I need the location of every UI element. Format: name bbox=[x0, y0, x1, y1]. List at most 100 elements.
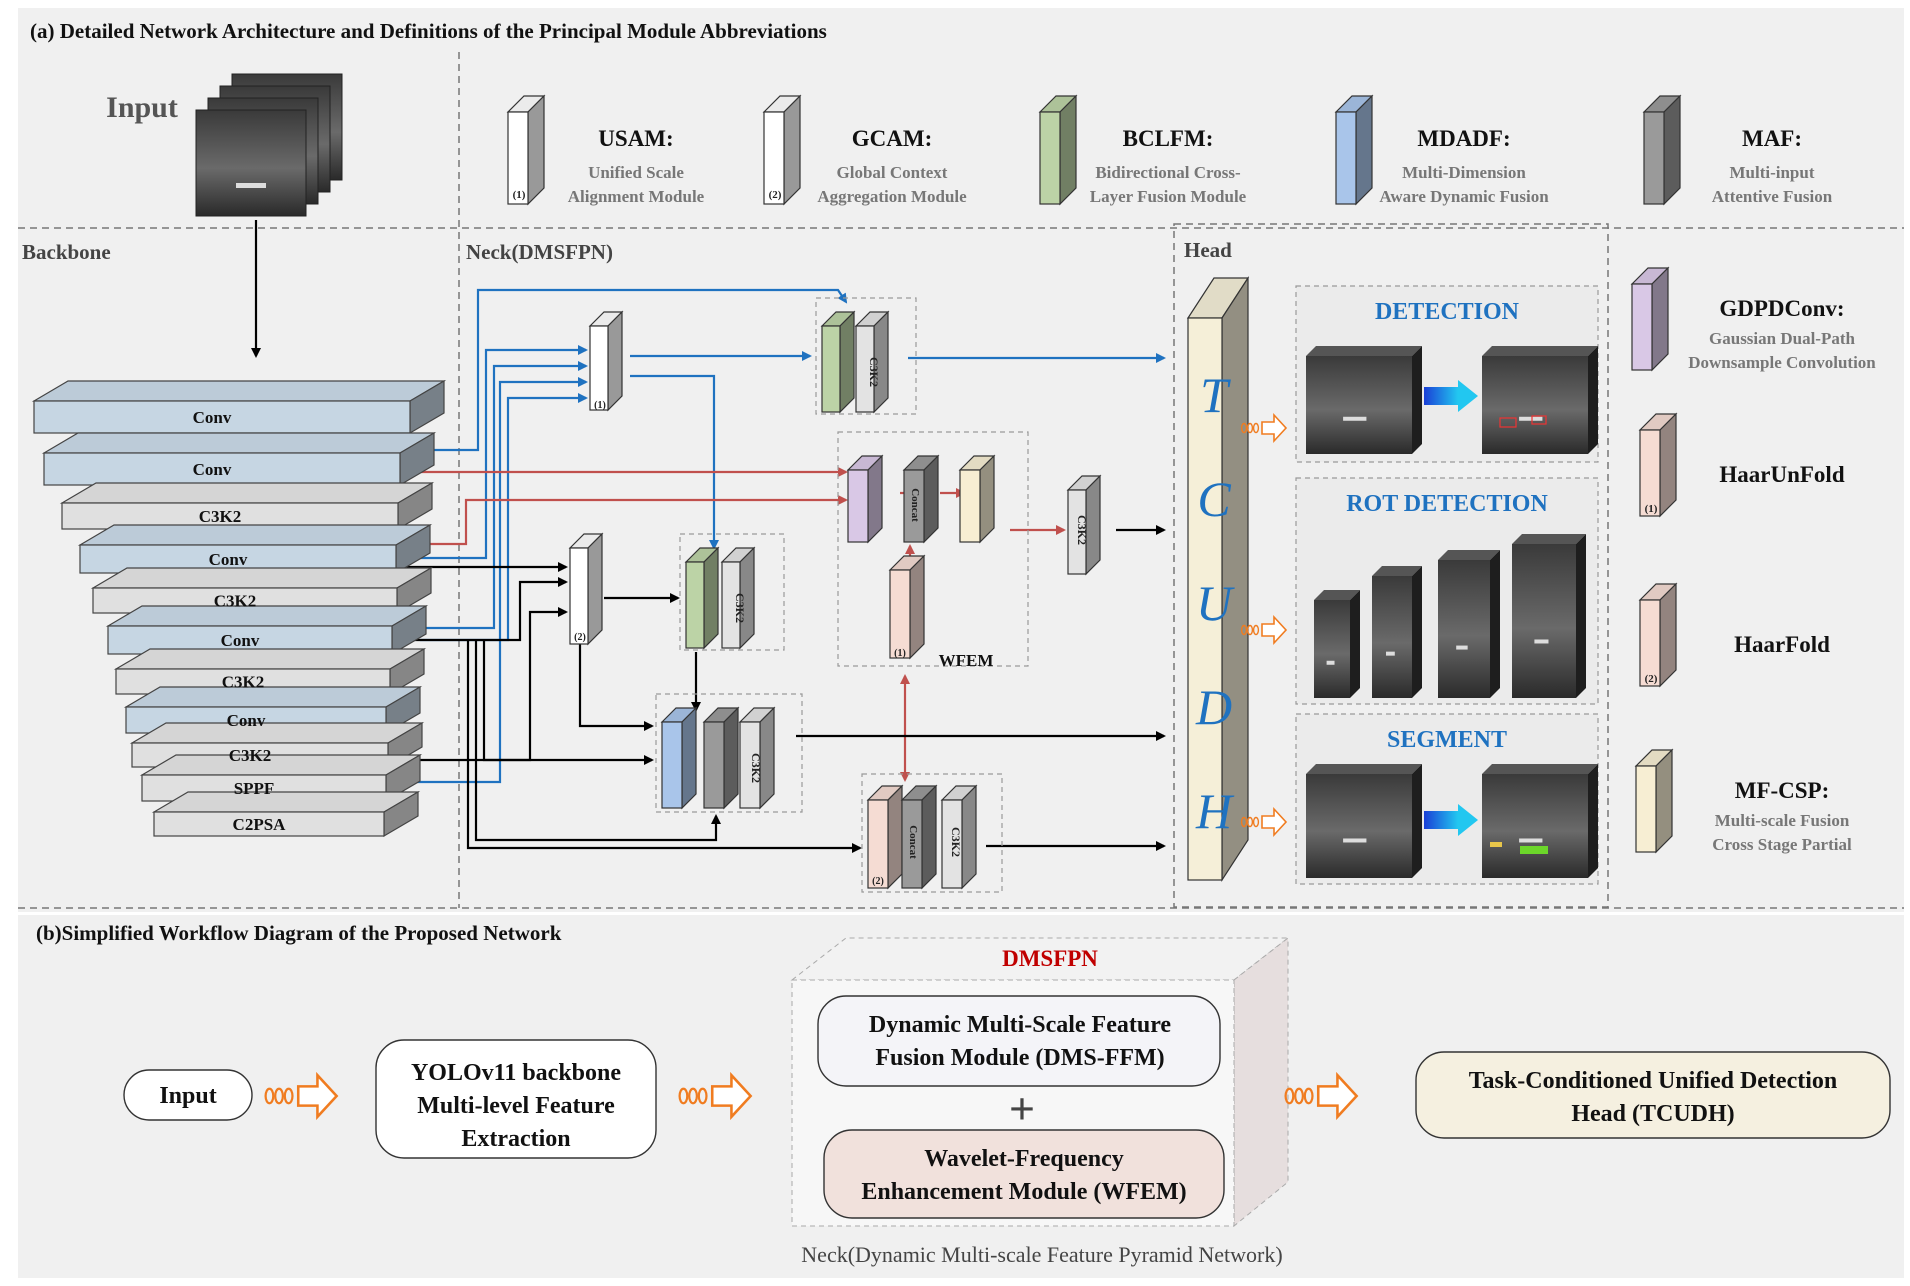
segment-mask bbox=[1490, 842, 1502, 847]
wfem-gdpdconv-1 bbox=[846, 454, 884, 544]
right-legend-tag: (2) bbox=[1645, 673, 1658, 685]
right-legend-block-1-side bbox=[1659, 412, 1677, 518]
legend-line1: Multi-Dimension bbox=[1402, 163, 1526, 182]
mdadf-maf-block-front bbox=[703, 721, 725, 809]
wf-dmsfpn-title: DMSFPN bbox=[1002, 946, 1098, 971]
black-arrow-mdadf-bottom bbox=[474, 640, 721, 842]
wf-backbone-line: Multi-level Feature bbox=[417, 1093, 615, 1119]
legend-tag: (2) bbox=[769, 189, 782, 201]
usam-tag: (1) bbox=[594, 400, 606, 411]
segment-input-image bbox=[1306, 764, 1422, 878]
bottom-haarfold-side bbox=[887, 784, 903, 890]
legend-line2: Alignment Module bbox=[568, 187, 705, 206]
right-legend-abbr: MF-CSP: bbox=[1735, 778, 1830, 803]
backbone-layer-label: C3K2 bbox=[199, 507, 242, 526]
head-arrow-segment bbox=[1240, 806, 1288, 838]
legend-block-2-side bbox=[1059, 94, 1077, 206]
blue-arrow-2 bbox=[404, 361, 588, 630]
mdadf-block-side bbox=[681, 706, 697, 810]
wf-neck-caption: Neck(Dynamic Multi-scale Feature Pyramid… bbox=[801, 1242, 1282, 1267]
wfem-mfcsp-front bbox=[959, 469, 981, 543]
backbone-layer-top bbox=[77, 524, 433, 546]
mdadf-maf-block-side bbox=[723, 706, 739, 810]
rot-image-4 bbox=[1512, 534, 1586, 698]
backbone-layer-top bbox=[105, 605, 429, 627]
legend-block-4-front bbox=[1643, 111, 1665, 205]
head-arrow-detection bbox=[1240, 412, 1288, 444]
bottom-concat-label: Concat bbox=[907, 825, 919, 859]
detection-arrow bbox=[1424, 380, 1478, 412]
wf-wfem-line: Wavelet-Frequency bbox=[924, 1146, 1124, 1172]
haarfold-tag: (2) bbox=[872, 876, 884, 887]
legend-block-0-front bbox=[507, 111, 529, 205]
legend-line1: Multi-input bbox=[1729, 163, 1814, 182]
legend-block-0 bbox=[506, 94, 546, 206]
mdadf-c3k2-block bbox=[738, 706, 776, 810]
backbone-layer-label: C3K2 bbox=[229, 746, 272, 765]
backbone-layer-label: C3K2 bbox=[214, 592, 257, 611]
backbone-layer-top bbox=[41, 432, 437, 454]
rot-image-3 bbox=[1438, 550, 1500, 698]
wfem-gdpdconv-1-side bbox=[867, 454, 883, 544]
legend-line1: Bidirectional Cross- bbox=[1095, 163, 1241, 182]
blue-arrow-top bbox=[430, 288, 848, 452]
input-image-frame bbox=[195, 109, 307, 217]
head-region bbox=[1173, 223, 1609, 908]
wf-arrow-2 bbox=[678, 1071, 753, 1121]
wfem-label: WFEM bbox=[939, 651, 994, 670]
backbone-layer-top bbox=[90, 567, 434, 589]
mdadf-block-front bbox=[661, 721, 683, 809]
backbone-layer-0 bbox=[31, 379, 447, 435]
backbone-layer-3 bbox=[77, 523, 433, 575]
gcam-tag: (2) bbox=[574, 632, 586, 643]
legend-abbr: BCLFM: bbox=[1123, 126, 1214, 151]
bottom-concat-front bbox=[901, 799, 923, 889]
legend-block-3-side bbox=[1355, 94, 1373, 206]
right-legend-block-1-front bbox=[1639, 429, 1661, 517]
black-arrow-haarfold bbox=[466, 640, 862, 853]
top-bclfm-block-side bbox=[839, 310, 855, 414]
legend-abbr: USAM: bbox=[598, 126, 673, 151]
gcam-block bbox=[568, 532, 604, 646]
backbone-layer-label: SPPF bbox=[234, 779, 275, 798]
wf-input-label: Input bbox=[159, 1083, 216, 1109]
wfem-mfcsp-side bbox=[979, 454, 995, 544]
input-label: Input bbox=[106, 91, 178, 124]
bottom-c3k2-label: C3K2 bbox=[949, 827, 963, 857]
bottom-c3k2-side bbox=[961, 784, 977, 890]
backbone-layer-5 bbox=[105, 604, 429, 656]
legend-block-4 bbox=[1642, 94, 1682, 206]
right-legend-abbr: GDPDConv: bbox=[1719, 296, 1844, 321]
mid-bclfm-block-front bbox=[685, 561, 705, 649]
right-legend-block-3-side bbox=[1655, 748, 1673, 854]
top-bclfm-block-front bbox=[821, 325, 841, 413]
right-legend-block-0-front bbox=[1631, 283, 1653, 371]
legend-abbr: GCAM: bbox=[852, 126, 932, 151]
right-legend-block-2-front bbox=[1639, 599, 1661, 687]
wfem-concat-side bbox=[923, 454, 939, 544]
right-legend-block-3 bbox=[1634, 748, 1674, 854]
wfem-concat-label: Concat bbox=[909, 488, 921, 522]
detection-input-image bbox=[1306, 346, 1422, 454]
usam-block-side bbox=[607, 310, 623, 412]
mdadf-maf-block bbox=[702, 706, 740, 810]
legend-line2: Layer Fusion Module bbox=[1090, 187, 1247, 206]
wf-arrow-3 bbox=[1284, 1071, 1359, 1121]
wfem-haarunfold-side bbox=[909, 554, 925, 660]
legend-abbr: MDADF: bbox=[1417, 126, 1510, 151]
ship-shape bbox=[236, 183, 266, 188]
backbone-layer-top bbox=[31, 380, 447, 402]
wf-head-line: Task-Conditioned Unified Detection bbox=[1469, 1068, 1837, 1094]
wfem-concat bbox=[902, 454, 940, 544]
usam-block-front bbox=[589, 325, 609, 411]
blue-arrow-3 bbox=[404, 377, 588, 784]
tcudh-letter: H bbox=[1195, 783, 1235, 839]
tcudh-letter: C bbox=[1197, 471, 1231, 527]
legend-block-2-front bbox=[1039, 111, 1061, 205]
bottom-haarfold bbox=[866, 784, 904, 890]
backbone-layer-top bbox=[129, 722, 425, 744]
right-legend-line2: Downsample Convolution bbox=[1688, 353, 1876, 372]
task-title: SEGMENT bbox=[1387, 727, 1507, 753]
wfem-haarunfold-front bbox=[889, 569, 911, 659]
